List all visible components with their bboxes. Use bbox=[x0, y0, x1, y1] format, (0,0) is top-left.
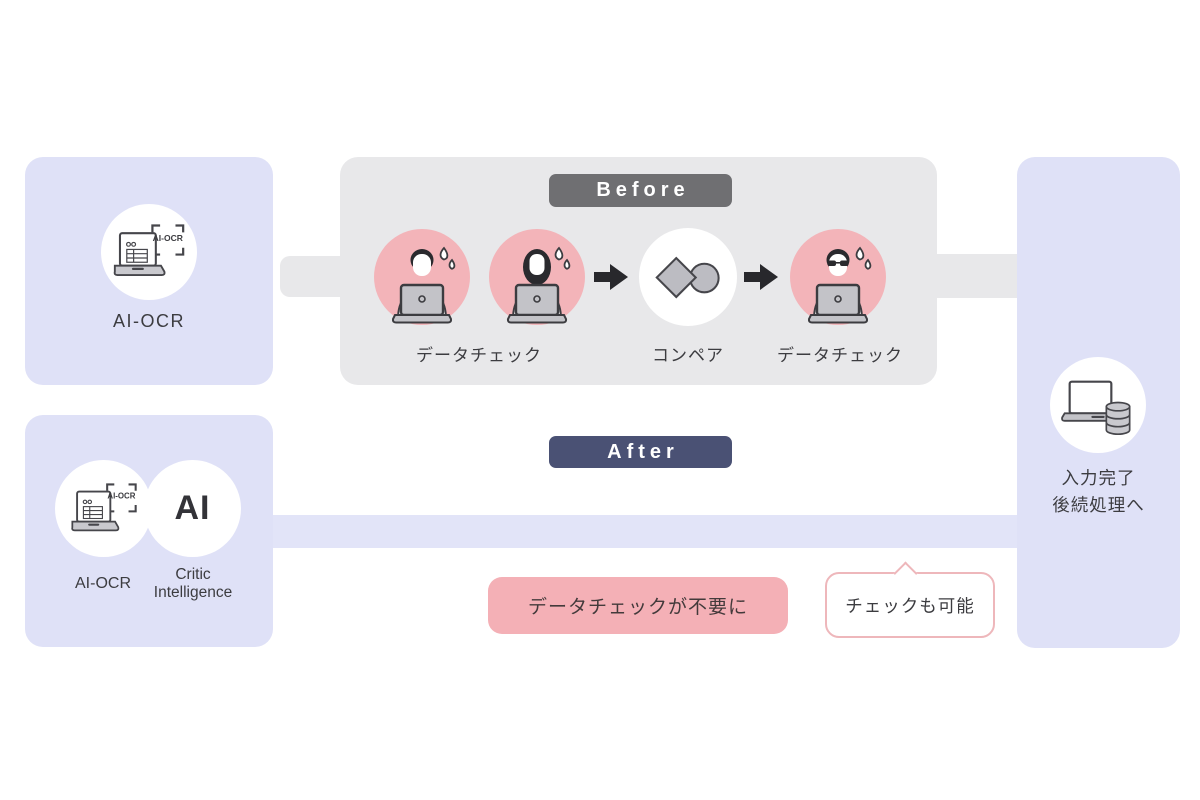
output-label-line2: 後続処理へ bbox=[1052, 495, 1145, 515]
critic-intelligence-label: Critic Intelligence bbox=[113, 566, 273, 602]
ai-ocr-icon-label: AI-OCR bbox=[107, 491, 135, 500]
step-label-compare: コンペア bbox=[652, 346, 724, 365]
output-icon-circle bbox=[1050, 357, 1146, 453]
output-label-line1: 入力完了 bbox=[1061, 468, 1136, 488]
ai-ocr-label: AI-OCR bbox=[113, 311, 185, 331]
ai-ocr-icon-label: AI-OCR bbox=[153, 233, 183, 243]
ai-circle-icon: AI bbox=[144, 460, 241, 557]
ai-ocr-label-2: AI-OCR bbox=[75, 575, 131, 592]
output-panel: 入力完了 後続処理へ bbox=[1017, 157, 1180, 648]
before-badge: Before bbox=[549, 174, 732, 207]
critic-line1: Critic bbox=[175, 566, 211, 583]
laptop-database-icon bbox=[1061, 380, 1131, 435]
ai-ocr-laptop-icon: AI-OCR bbox=[70, 482, 137, 531]
bubble-notch bbox=[893, 561, 918, 586]
before-panel: Before bbox=[340, 157, 937, 385]
bubble-text: チェックも可能 bbox=[845, 595, 975, 616]
arrow-right-icon bbox=[594, 264, 628, 290]
step-label-datacheck-1: データチェック bbox=[416, 346, 542, 365]
worker-male-laptop-icon bbox=[374, 229, 470, 325]
check-possible-bubble: チェックも可能 bbox=[825, 561, 995, 638]
worker-male-glasses-laptop-icon bbox=[790, 229, 886, 325]
critic-line2: Intelligence bbox=[153, 584, 233, 601]
ai-ocr-critic-panel: AI-OCR AI AI-OCR Critic Intelligence bbox=[25, 415, 273, 647]
output-label: 入力完了 後続処理へ bbox=[1017, 465, 1180, 519]
ai-ocr-panel: AI-OCR AI-OCR bbox=[25, 157, 273, 385]
ai-icon-text: AI bbox=[174, 489, 211, 527]
compare-diamond-circle-icon bbox=[639, 228, 737, 326]
connector-after-to-output bbox=[272, 515, 1020, 548]
ai-ocr-icon-circle: AI-OCR bbox=[101, 204, 197, 300]
no-datacheck-banner: データチェックが不要に bbox=[488, 577, 788, 634]
connector-ocr-to-before bbox=[280, 256, 346, 297]
worker-female-laptop-icon bbox=[489, 229, 585, 325]
ai-ocr-icon-circle-2: AI-OCR bbox=[55, 460, 152, 557]
step-label-datacheck-2: データチェック bbox=[777, 346, 903, 365]
arrow-right-icon bbox=[744, 264, 778, 290]
connector-before-to-output bbox=[930, 254, 1020, 298]
after-badge: After bbox=[549, 436, 732, 468]
ai-ocr-laptop-icon: AI-OCR bbox=[113, 224, 185, 277]
